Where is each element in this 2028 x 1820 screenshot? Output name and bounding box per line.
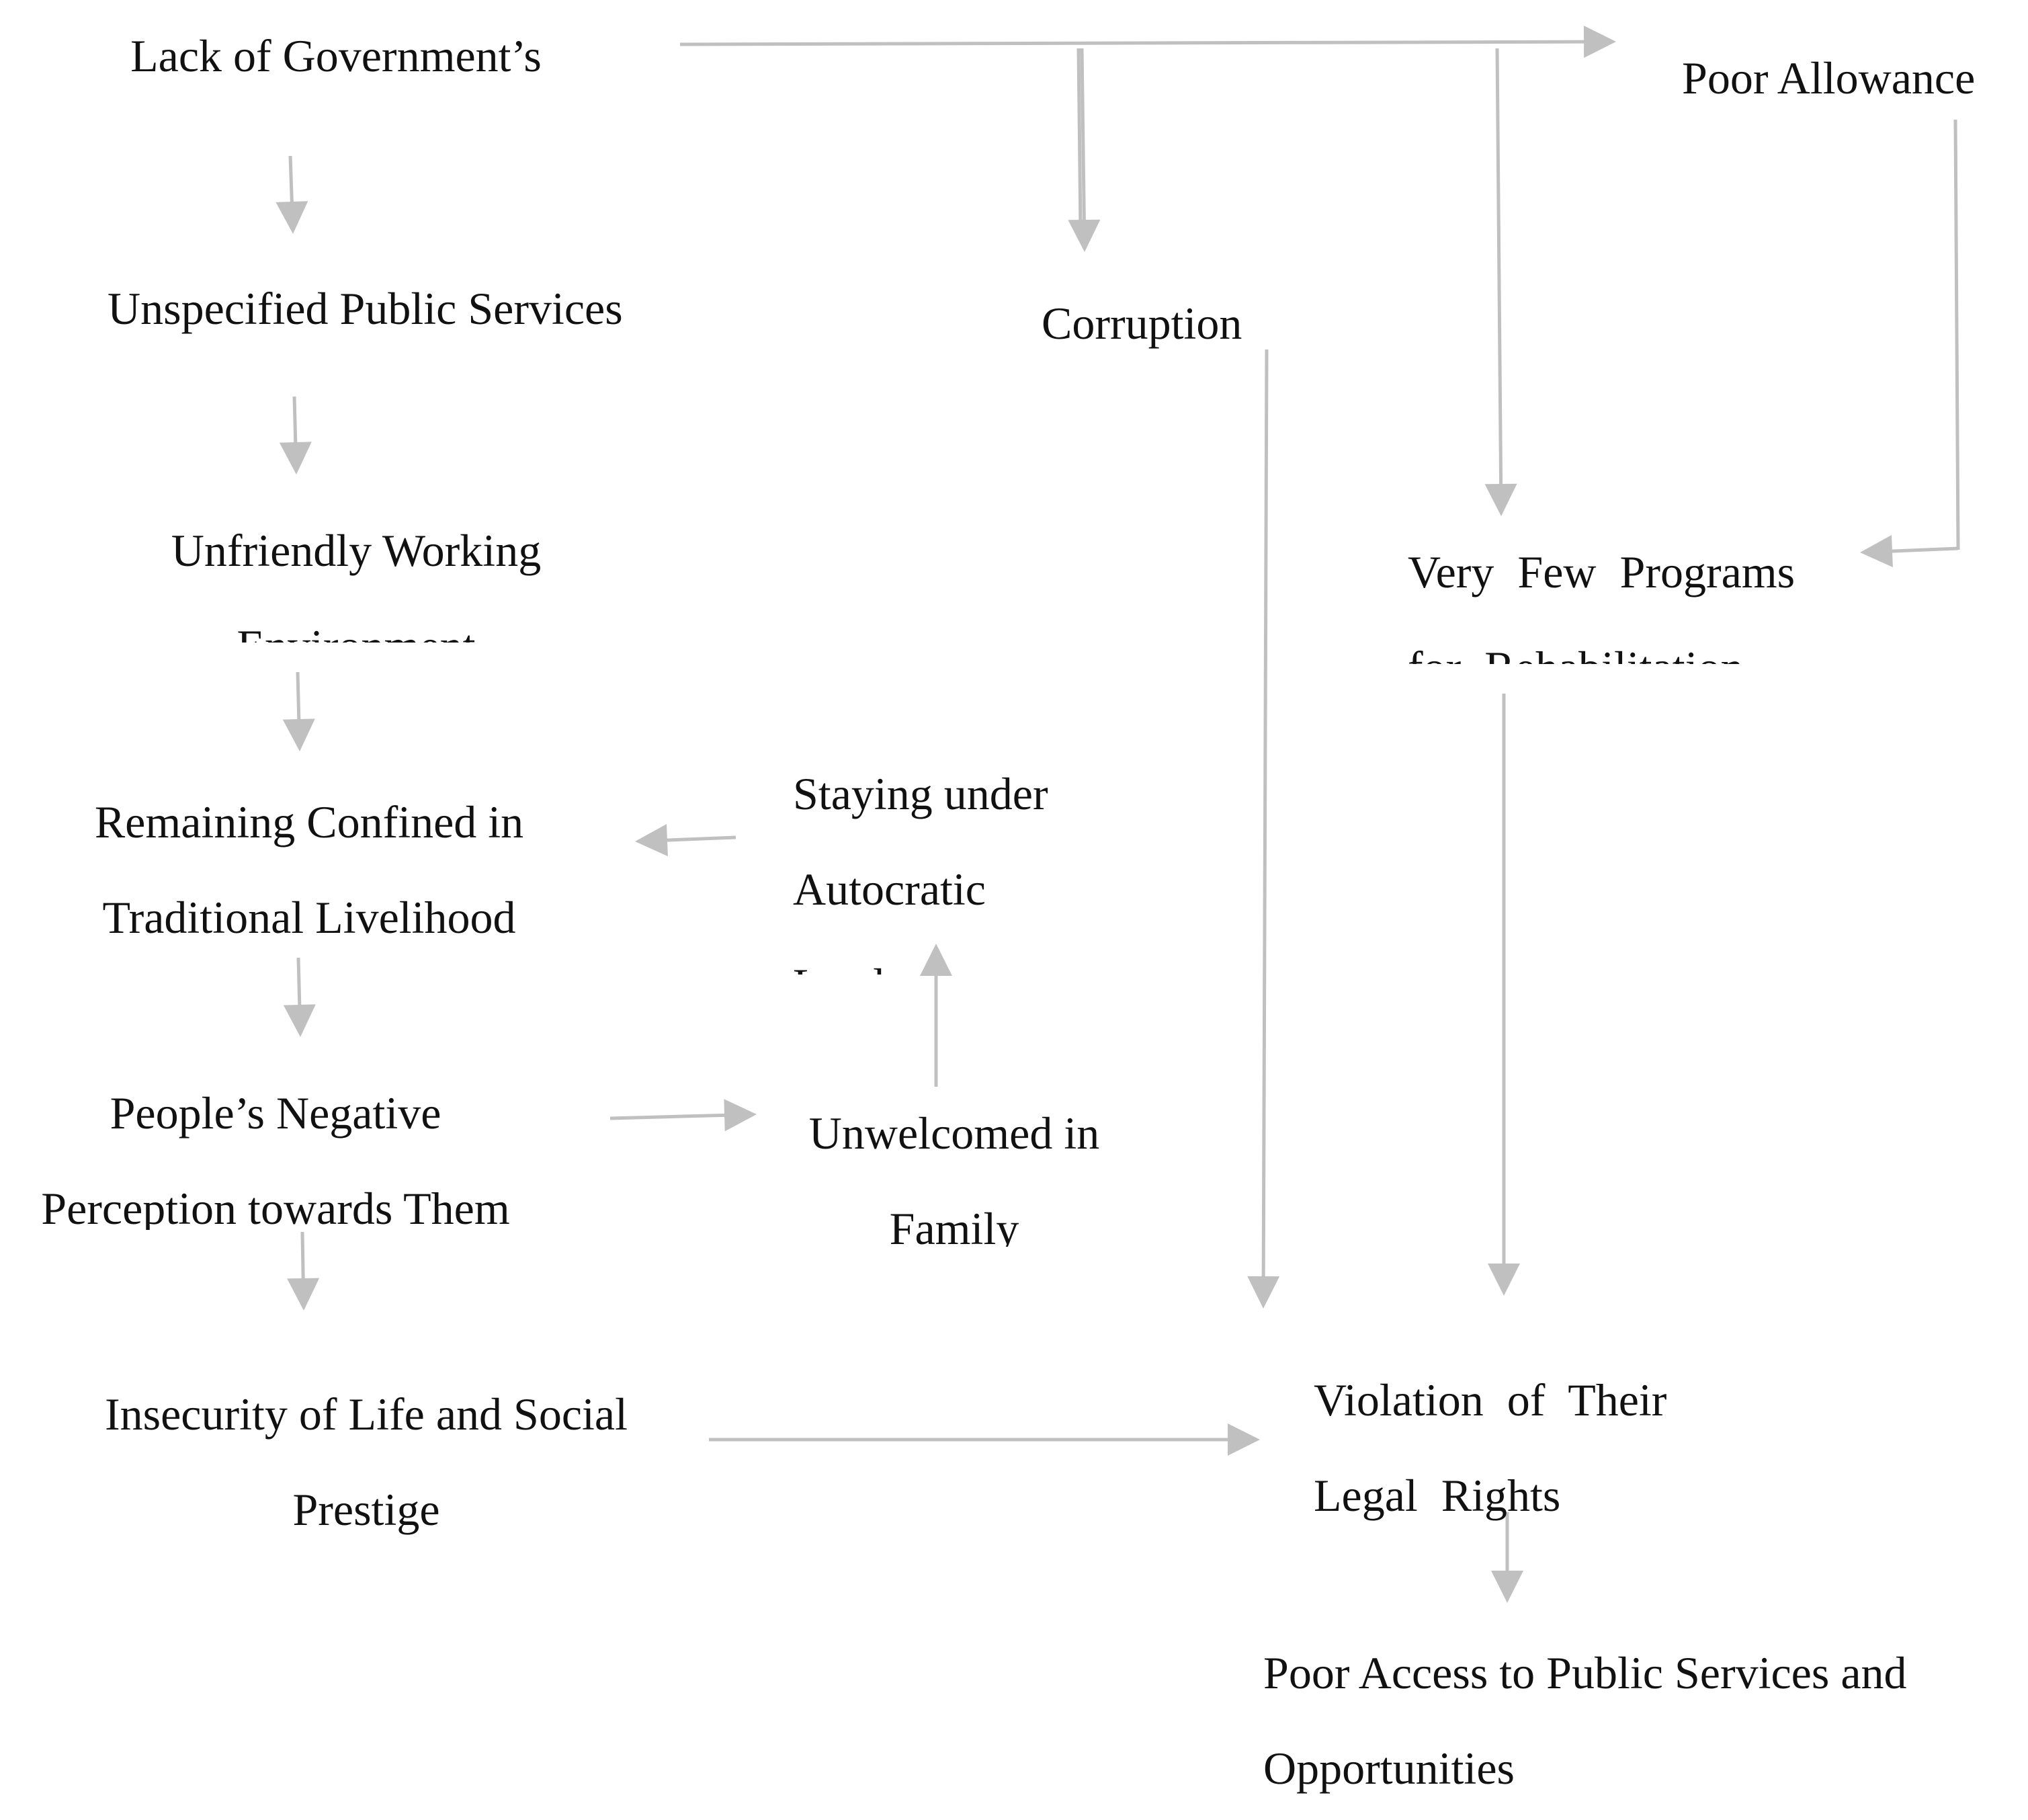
- node-poor-allowance-line-1: Poor Allowance: [1682, 52, 1976, 104]
- arrow-poor-allowance-to-very-few-programs: [1860, 535, 1959, 567]
- node-staying-under-autocratic-leader: Staying under Autocratic Leader: [793, 746, 1142, 975]
- arrow-unfriendly-to-remaining-shaft: [296, 671, 301, 722]
- arrow-poor-allowance-to-very-few-programs-shaft: [1889, 546, 1959, 553]
- node-violation-of-legal-rights-line-2: Legal Rights: [1314, 1470, 1561, 1521]
- node-violation-of-legal-rights: Violation of Their Legal Rights: [1314, 1352, 1798, 1547]
- arrow-peoples-to-unwelcomed-head: [724, 1099, 757, 1132]
- arrow-top-to-very-few-programs: [1484, 48, 1517, 516]
- node-unwelcomed-in-family: Unwelcomed in Family: [779, 1085, 1129, 1247]
- connector-poor-allowance-down-line: [1953, 119, 1960, 550]
- node-unfriendly-working-environment-line-2: Environment: [121, 598, 591, 643]
- arrow-very-few-to-violation-head: [1488, 1264, 1520, 1296]
- node-violation-of-legal-rights-line-1: Violation of Their: [1314, 1374, 1667, 1425]
- node-peoples-negative-perception-line-1: People’s Negative: [110, 1087, 441, 1139]
- arrow-top-to-corruption-shaft: [1080, 48, 1086, 223]
- arrow-peoples-to-insecurity-shaft: [300, 1231, 305, 1282]
- node-poor-access-to-public-services-line-2: Opportunities: [1263, 1743, 1515, 1794]
- node-remaining-confined-line-1: Remaining Confined in: [94, 796, 524, 847]
- arrow-top-to-very-few-programs-shaft: [1495, 48, 1503, 487]
- arrow-unspecified-to-unfriendly-shaft: [292, 396, 298, 446]
- connector-left-branch-drop-line: [1076, 48, 1083, 229]
- node-unwelcomed-in-family-line-1: Unwelcomed in: [808, 1108, 1100, 1159]
- node-poor-access-to-public-services: Poor Access to Public Services and Oppor…: [1263, 1625, 2016, 1820]
- arrow-peoples-to-unwelcomed-shaft: [609, 1113, 728, 1120]
- arrow-unspecified-to-unfriendly: [279, 396, 312, 474]
- node-lack-of-government-concern-line-2: Concern: [67, 104, 605, 128]
- arrow-staying-to-remaining: [635, 824, 736, 857]
- arrow-lack-to-unspecified: [276, 155, 308, 234]
- node-very-few-programs-line-1: Very Few Programs: [1408, 546, 1795, 597]
- node-remaining-confined: Remaining Confined in Traditional Liveli…: [40, 774, 578, 969]
- arrow-lack-to-poor-allowance-shaft: [679, 40, 1587, 46]
- arrow-staying-to-remaining-head: [635, 824, 668, 857]
- node-very-few-programs: Very Few Programs for Rehabilitation: [1408, 524, 1851, 664]
- arrow-top-to-very-few-programs-head: [1484, 483, 1517, 516]
- arrow-unfriendly-to-remaining-head: [282, 718, 315, 751]
- node-peoples-negative-perception: People’s Negative Perception towards The…: [0, 1065, 551, 1230]
- node-unspecified-public-services-line-1: Unspecified Public Services: [108, 283, 623, 334]
- arrow-peoples-to-insecurity: [287, 1231, 320, 1311]
- node-remaining-confined-line-2: Traditional Livelihood: [102, 892, 516, 943]
- arrow-violation-to-poor-access-head: [1491, 1571, 1523, 1603]
- node-staying-under-autocratic-leader-line-1: Staying under: [793, 768, 1048, 819]
- node-unfriendly-working-environment: Unfriendly Working Environment: [121, 503, 591, 643]
- arrow-top-to-corruption-head: [1068, 219, 1101, 252]
- node-lack-of-government-concern-line-1: Lack of Government’s: [130, 30, 542, 81]
- arrow-corruption-to-violation: [1247, 349, 1280, 1309]
- node-very-few-programs-line-2: for Rehabilitation: [1408, 620, 1851, 664]
- arrow-top-to-corruption: [1068, 48, 1101, 252]
- arrow-poor-allowance-to-very-few-programs-head: [1860, 535, 1893, 567]
- node-poor-allowance: Poor Allowance: [1682, 30, 2025, 126]
- node-unspecified-public-services: Unspecified Public Services: [108, 261, 712, 356]
- arrow-remaining-to-peoples-head: [283, 1004, 316, 1037]
- arrow-peoples-to-insecurity-head: [287, 1278, 320, 1311]
- arrow-corruption-to-violation-head: [1247, 1276, 1280, 1309]
- arrow-lack-to-poor-allowance-head: [1583, 26, 1616, 58]
- node-staying-under-autocratic-leader-line-3: Leader: [793, 937, 1142, 975]
- arrow-unspecified-to-unfriendly-head: [279, 442, 312, 474]
- node-staying-under-autocratic-leader-line-2: Autocratic: [793, 864, 986, 915]
- node-insecurity-of-life: Insecurity of Life and Social Prestige: [64, 1366, 669, 1561]
- node-corruption-line-1: Corruption: [1042, 298, 1242, 349]
- arrow-staying-to-remaining-shaft: [664, 835, 736, 842]
- node-lack-of-government-concern: Lack of Government’s Concern: [67, 8, 605, 128]
- node-insecurity-of-life-line-2: Prestige: [292, 1484, 440, 1535]
- arrow-peoples-to-unwelcomed: [609, 1099, 757, 1132]
- node-unwelcomed-in-family-line-2: Family: [889, 1203, 1019, 1247]
- arrow-insecurity-to-violation: [709, 1423, 1260, 1456]
- arrow-lack-to-unspecified-head: [276, 201, 308, 234]
- node-corruption: Corruption: [1042, 276, 1324, 371]
- arrow-remaining-to-peoples: [283, 957, 316, 1037]
- node-insecurity-of-life-line-1: Insecurity of Life and Social: [105, 1389, 628, 1440]
- node-poor-access-to-public-services-line-1: Poor Access to Public Services and: [1263, 1647, 1907, 1698]
- arrow-corruption-to-violation-shaft: [1261, 349, 1269, 1280]
- arrow-very-few-to-violation: [1488, 694, 1520, 1296]
- arrow-insecurity-to-violation-head: [1228, 1423, 1260, 1456]
- arrow-unfriendly-to-remaining: [282, 671, 315, 751]
- node-unfriendly-working-environment-line-1: Unfriendly Working: [171, 525, 542, 576]
- node-peoples-negative-perception-line-2: Perception towards Them: [41, 1183, 510, 1230]
- arrow-lack-to-unspecified-shaft: [288, 155, 294, 205]
- arrow-lack-to-poor-allowance: [679, 26, 1616, 58]
